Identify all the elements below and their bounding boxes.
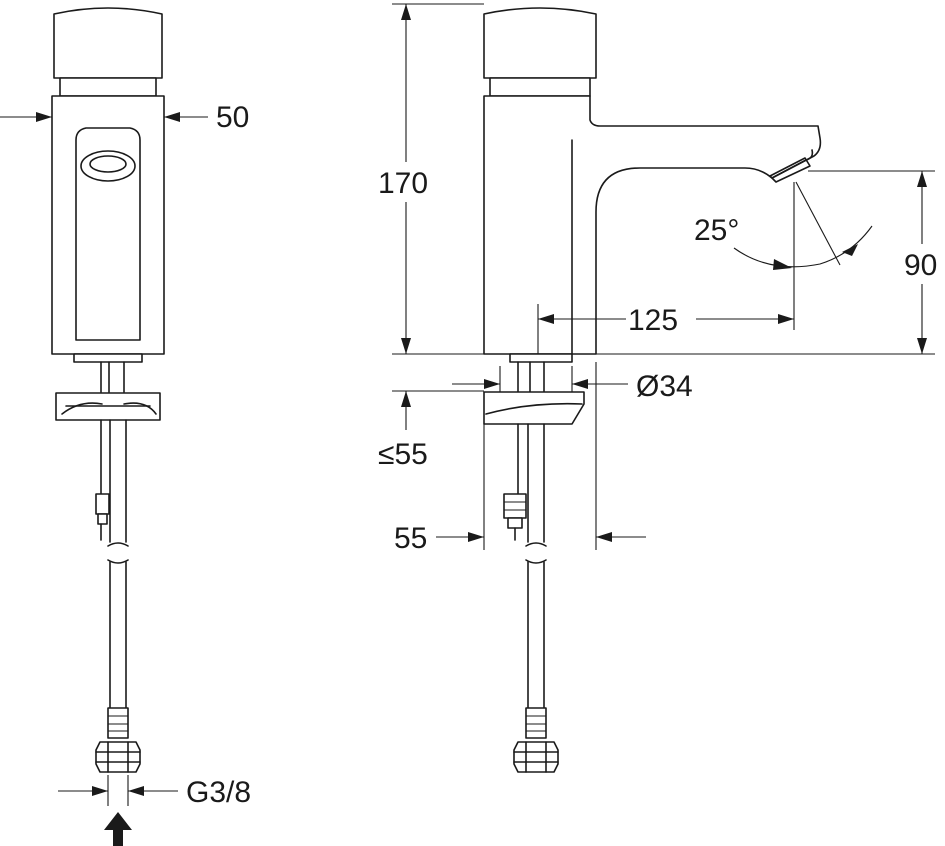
dim-body-width: 50 xyxy=(0,101,249,134)
side-collar xyxy=(489,77,591,97)
dim-spout-angle-label: 25° xyxy=(694,214,739,247)
front-body xyxy=(51,95,165,355)
dim-hole-diameter-label: Ø34 xyxy=(636,370,693,403)
dim-counter-thickness: ≤55 xyxy=(378,390,484,471)
dim-base-width-label: 55 xyxy=(394,522,427,555)
front-aerator-inner xyxy=(89,155,127,173)
front-push-button xyxy=(53,7,163,79)
dim-base-width: 55 xyxy=(394,362,646,555)
dim-body-width-label: 50 xyxy=(216,101,249,134)
dim-counter-thickness-label: ≤55 xyxy=(378,438,428,471)
water-inlet-arrow-icon xyxy=(104,812,132,846)
side-fixing-plate xyxy=(483,391,585,425)
front-aerator-outer xyxy=(80,150,136,182)
dim-connection-thread-label: G3/8 xyxy=(186,776,251,809)
front-base xyxy=(73,353,143,363)
side-base xyxy=(509,353,573,363)
front-inner-panel xyxy=(75,127,141,341)
dim-total-height-label: 170 xyxy=(378,167,428,200)
side-view xyxy=(483,7,822,773)
dim-spout-angle: 25° xyxy=(694,181,873,330)
side-connection-nut xyxy=(513,741,559,773)
front-rod-nut xyxy=(95,493,110,515)
dim-connection-thread: G3/8 xyxy=(58,775,251,809)
dim-spout-height-label: 90 xyxy=(904,249,937,282)
side-aerator-tip xyxy=(769,157,811,183)
side-hose-crimp xyxy=(525,707,547,739)
front-hose-crimp xyxy=(107,707,129,739)
front-connection-nut xyxy=(95,741,141,773)
side-push-button xyxy=(483,7,597,79)
dim-total-height: 170 xyxy=(376,3,484,355)
dim-spout-reach: 125 xyxy=(537,304,794,354)
dim-spout-reach-label: 125 xyxy=(628,304,678,337)
front-collar xyxy=(59,77,157,97)
dim-spout-height: 90 xyxy=(596,170,944,355)
dim-hole-diameter: Ø34 xyxy=(452,366,693,403)
front-view xyxy=(51,7,165,773)
side-rod-nut xyxy=(503,493,527,519)
